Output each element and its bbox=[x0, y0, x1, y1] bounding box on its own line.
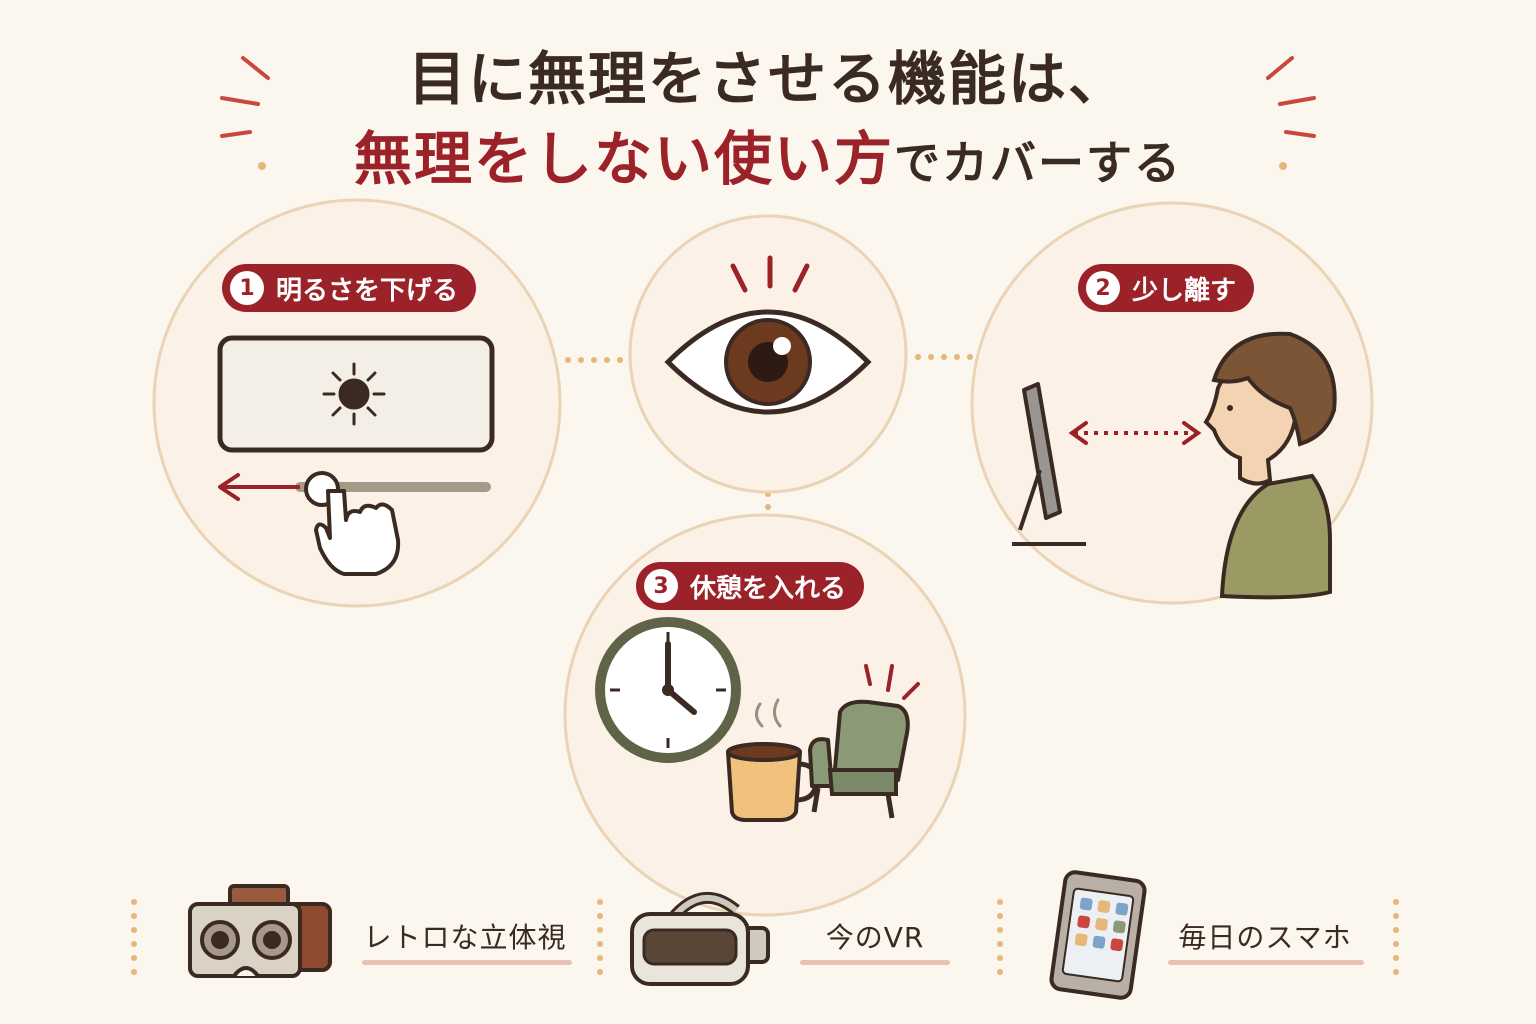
stereoscope-icon bbox=[188, 884, 332, 978]
step-1-label: 明るさを下げる bbox=[276, 275, 459, 306]
device-label-vr: 今のVR bbox=[825, 921, 925, 954]
device-label-stereoscope: レトロな立体視 bbox=[363, 921, 567, 954]
person-icon bbox=[1203, 331, 1337, 600]
title-sparkle-right bbox=[1266, 56, 1316, 138]
step-2-number: 2 bbox=[1086, 271, 1120, 305]
step-2-badge: 2 少し離す bbox=[1078, 264, 1255, 312]
title-sparkle-left bbox=[220, 56, 270, 138]
title-dot-left bbox=[258, 162, 266, 170]
step-2-label: 少し離す bbox=[1132, 275, 1237, 306]
connector-dots bbox=[565, 354, 973, 510]
distance-arrow-icon bbox=[1068, 421, 1202, 445]
title-accent: 無理をしない使い方 bbox=[353, 125, 894, 193]
device-underline-stereoscope bbox=[362, 960, 572, 965]
device-underline-smartphone bbox=[1168, 960, 1364, 965]
clock-icon bbox=[595, 617, 741, 763]
device-underline-vr bbox=[800, 960, 950, 965]
step-1-badge: 1 明るさを下げる bbox=[222, 264, 477, 312]
monitor-icon bbox=[1012, 382, 1086, 546]
armchair-icon bbox=[808, 664, 920, 819]
vr-headset-icon bbox=[630, 891, 770, 986]
step-3-number: 3 bbox=[644, 569, 678, 603]
sun-icon bbox=[322, 362, 386, 426]
step-3-label: 休憩を入れる bbox=[690, 573, 847, 604]
eye-icon bbox=[664, 255, 872, 415]
title-line-2: 無理をしない使い方でカバーする bbox=[0, 112, 1536, 196]
coffee-mug-icon bbox=[726, 698, 819, 822]
step-3-badge: 3 休憩を入れる bbox=[636, 562, 865, 610]
device-label-smartphone: 毎日のスマホ bbox=[1178, 921, 1352, 954]
title-tail: でカバーする bbox=[894, 136, 1182, 190]
step-1-number: 1 bbox=[230, 271, 264, 305]
title-line-1: 目に無理をさせる機能は、 bbox=[407, 45, 1128, 113]
circle-step-3 bbox=[563, 513, 967, 917]
hand-pointer-icon bbox=[314, 489, 401, 576]
title-dot-right bbox=[1279, 162, 1287, 170]
bottom-separators bbox=[131, 899, 1399, 975]
smartphone-icon bbox=[1049, 870, 1147, 1000]
